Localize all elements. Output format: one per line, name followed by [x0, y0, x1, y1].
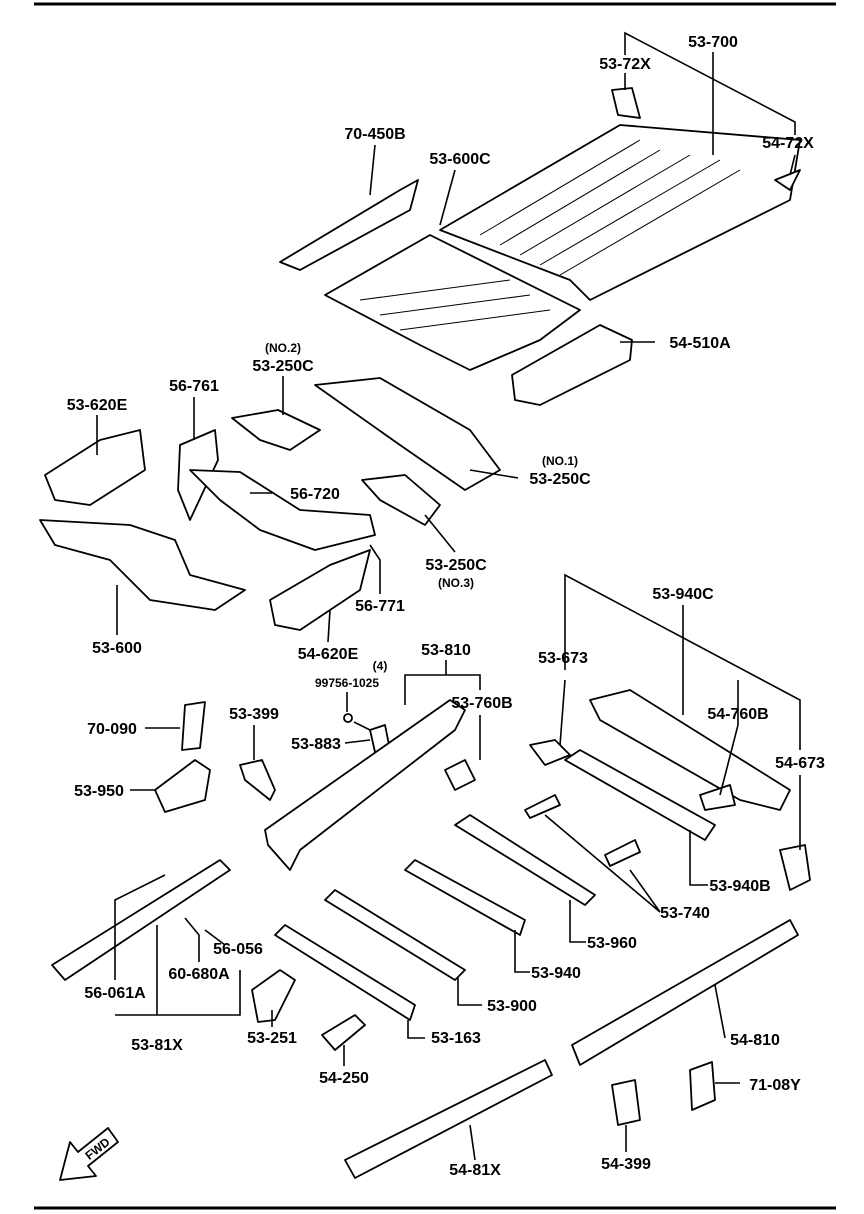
part-53-700	[439, 124, 801, 301]
part-53-600	[39, 519, 246, 611]
part-71-08y	[689, 1061, 716, 1111]
part-53-250c-no1	[314, 377, 501, 491]
label-53-673[interactable]: 53-673	[538, 650, 588, 667]
label-53-250c-no2[interactable]: 53-250C	[252, 358, 314, 375]
part-99756-1025	[343, 713, 353, 723]
label-53-163[interactable]: 53-163	[431, 1030, 481, 1047]
part-53-72x	[611, 87, 641, 119]
part-53-760b	[444, 759, 476, 791]
label-54-510a[interactable]: 54-510A	[669, 335, 731, 352]
part-53-940b	[564, 749, 716, 841]
label-54-673[interactable]: 54-673	[775, 755, 825, 772]
label-53-760b[interactable]: 53-760B	[451, 695, 512, 712]
label-53-883[interactable]: 53-883	[291, 736, 341, 753]
label-54-81x[interactable]: 54-81X	[449, 1162, 501, 1179]
part-53-250c-no2	[231, 409, 321, 451]
label-qty-4: (4)	[373, 659, 388, 673]
part-54-810	[571, 919, 799, 1066]
part-54-510a	[511, 324, 633, 406]
label-53-740[interactable]: 53-740	[660, 905, 710, 922]
label-54-72x[interactable]: 54-72X	[762, 135, 814, 152]
part-70-090	[181, 701, 206, 751]
label-53-600[interactable]: 53-600	[92, 640, 142, 657]
fwd-arrow-icon: FWD	[59, 1127, 119, 1181]
part-53-940	[404, 859, 526, 936]
part-54-760b	[699, 784, 736, 811]
label-70-090[interactable]: 70-090	[87, 721, 137, 738]
label-56-056[interactable]: 56-056	[213, 941, 263, 958]
label-54-810[interactable]: 54-810	[730, 1032, 780, 1049]
part-53-399	[239, 759, 276, 801]
label-53-950[interactable]: 53-950	[74, 783, 124, 800]
label-56-761[interactable]: 56-761	[169, 378, 219, 395]
part-54-673	[779, 844, 811, 891]
label-53-960[interactable]: 53-960	[587, 935, 637, 952]
leader-lines	[96, 31, 801, 1161]
label-53-600c[interactable]: 53-600C	[429, 151, 491, 168]
label-71-08y[interactable]: 71-08Y	[749, 1077, 801, 1094]
label-no1: (NO.1)	[542, 454, 578, 468]
part-53-251	[251, 969, 296, 1023]
label-60-680a[interactable]: 60-680A	[168, 966, 230, 983]
label-54-399[interactable]: 54-399	[601, 1156, 651, 1173]
part-53-960	[454, 814, 596, 906]
label-56-061a[interactable]: 56-061A	[84, 985, 146, 1002]
label-54-760b[interactable]: 54-760B	[707, 706, 768, 723]
part-54-81x	[344, 1059, 553, 1179]
part-53-950	[154, 759, 211, 813]
part-54-620e	[269, 549, 371, 631]
label-54-620e[interactable]: 54-620E	[298, 646, 359, 663]
label-53-251[interactable]: 53-251	[247, 1030, 297, 1047]
part-53-810	[264, 699, 466, 871]
part-shapes	[39, 87, 811, 1179]
label-53-81x[interactable]: 53-81X	[131, 1037, 183, 1054]
label-53-810[interactable]: 53-810	[421, 642, 471, 659]
part-53-163	[274, 924, 416, 1021]
label-53-900[interactable]: 53-900	[487, 998, 537, 1015]
label-53-250c-no3[interactable]: 53-250C	[425, 557, 487, 574]
part-53-900	[324, 889, 466, 981]
label-no2: (NO.2)	[265, 341, 301, 355]
part-53-673	[529, 739, 571, 766]
label-53-940[interactable]: 53-940	[531, 965, 581, 982]
label-54-250[interactable]: 54-250	[319, 1070, 369, 1087]
label-53-620e[interactable]: 53-620E	[67, 397, 128, 414]
part-53-600c	[324, 234, 581, 371]
label-53-700[interactable]: 53-700	[688, 34, 738, 51]
label-70-450b[interactable]: 70-450B	[344, 126, 405, 143]
label-53-72x[interactable]: 53-72X	[599, 56, 651, 73]
label-53-250c-no1[interactable]: 53-250C	[529, 471, 591, 488]
part-54-399	[611, 1079, 641, 1126]
label-56-771[interactable]: 56-771	[355, 598, 405, 615]
label-53-940b[interactable]: 53-940B	[709, 878, 770, 895]
part-53-940c	[589, 689, 791, 811]
part-70-450b	[279, 179, 419, 271]
part-labels: 53-700 53-72X 54-72X 70-450B 53-600C 54-…	[67, 34, 825, 1179]
label-53-399[interactable]: 53-399	[229, 706, 279, 723]
part-54-72x	[774, 169, 801, 191]
part-53-740a	[524, 794, 561, 819]
part-53-81x	[51, 859, 231, 981]
part-53-620e	[44, 429, 146, 506]
part-56-720	[189, 469, 376, 551]
part-53-250c-no3	[361, 474, 441, 526]
label-no3: (NO.3)	[438, 576, 474, 590]
label-53-940c[interactable]: 53-940C	[652, 586, 714, 603]
label-56-720[interactable]: 56-720	[290, 486, 340, 503]
part-53-740b	[604, 839, 641, 867]
part-54-250	[321, 1014, 366, 1051]
label-99756-1025[interactable]: 99756-1025	[315, 676, 379, 690]
